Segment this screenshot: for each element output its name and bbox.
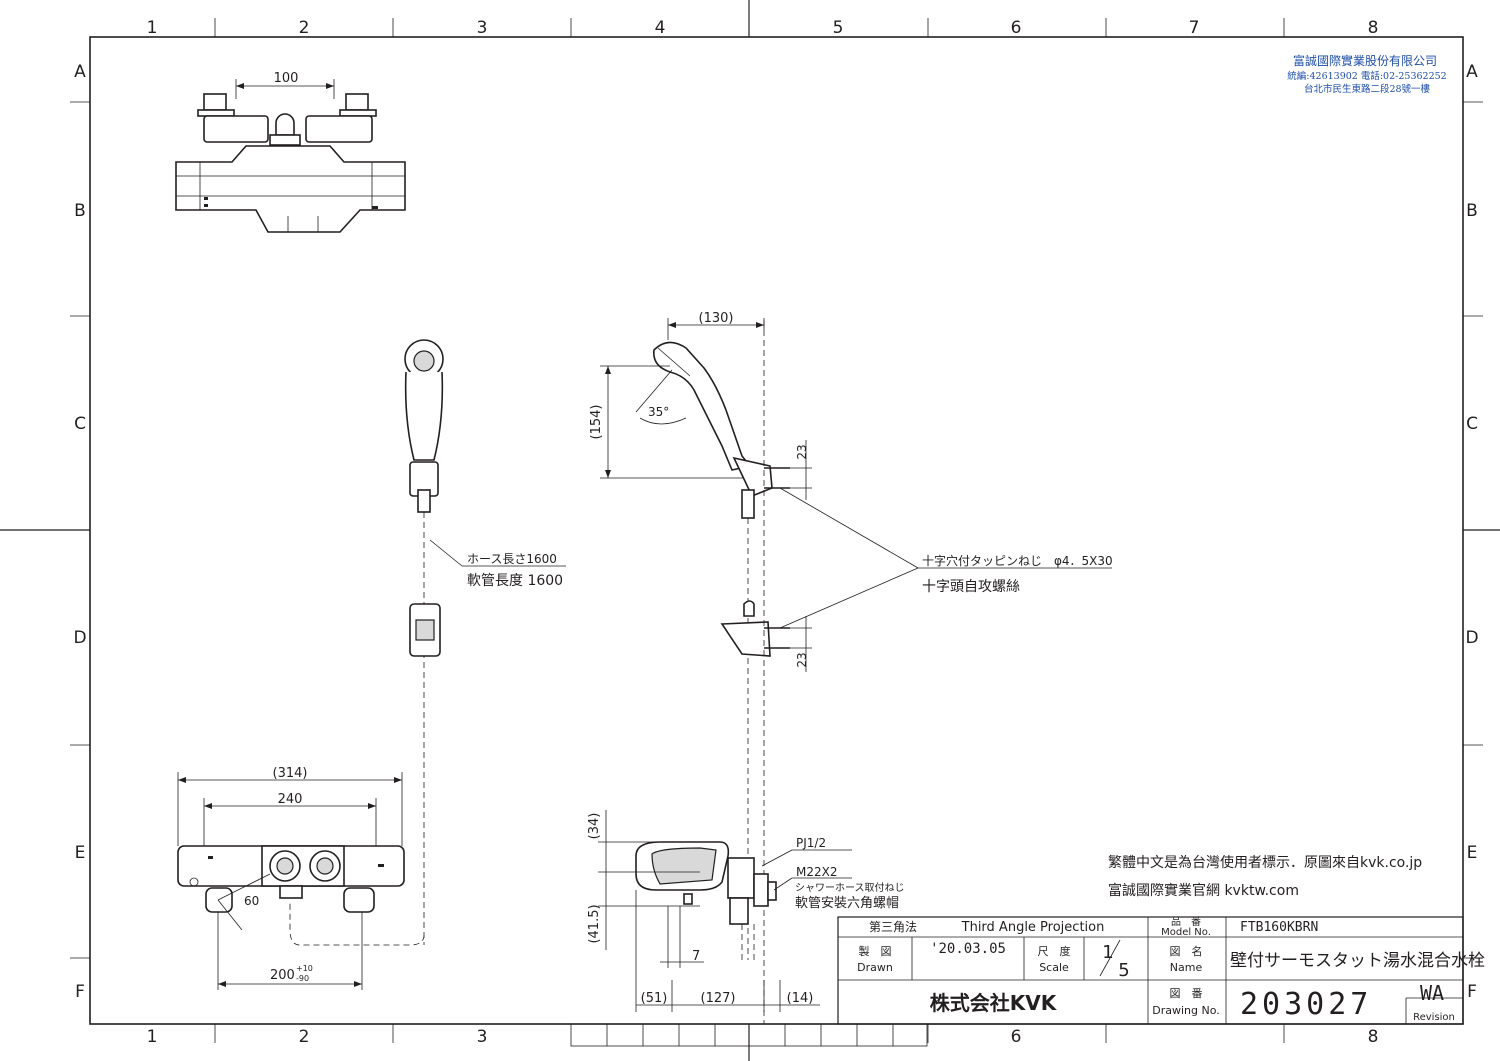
col-label-bottom-8: 8	[1368, 1027, 1379, 1047]
col-label-top-8: 8	[1368, 18, 1379, 38]
dim-side-b: (127)	[701, 991, 736, 1006]
col-label-bottom-3: 3	[477, 1027, 488, 1047]
dim-side-c: (14)	[787, 991, 814, 1006]
dim-angle: 35°	[648, 405, 669, 419]
hose-leader	[429, 539, 463, 567]
tb-scale-num: 1	[1102, 942, 1113, 963]
row-label-left-F: F	[75, 982, 85, 1002]
top-view-faucet	[175, 79, 406, 233]
row-label-right-D: D	[1465, 628, 1478, 648]
row-label-left-A: A	[74, 62, 86, 82]
tb-name-label-en: Name	[1170, 961, 1203, 974]
tb-company: 株式会社KVK	[930, 991, 1058, 1015]
col-label-bottom-6: 6	[1011, 1027, 1022, 1047]
screw-spec-jp: 十字穴付タッピンねじ φ4．5X30	[922, 553, 1113, 568]
dim-bracket-upper: 23	[795, 444, 809, 459]
dim-side-lower: (41.5)	[587, 904, 602, 943]
tb-drawing-no: 203027	[1240, 987, 1372, 1022]
hose-length-jp: ホース長さ1600	[467, 552, 557, 566]
row-label-right-B: B	[1466, 201, 1478, 221]
tb-drawing-label-jp: 図 番	[1170, 987, 1203, 1000]
tb-scale-den: 5	[1118, 960, 1129, 981]
dim-bracket-lower: 23	[795, 652, 809, 667]
stamp-company-name: 富誠國際實業股份有限公司	[1293, 53, 1437, 68]
handshower-front-view	[289, 339, 444, 946]
dim-top-width: 100	[274, 71, 299, 86]
dim-side-a: (51)	[641, 991, 668, 1006]
tb-drawn-label-jp: 製 図	[859, 944, 892, 958]
screw-leader-lower	[779, 567, 919, 629]
col-label-top-7: 7	[1189, 18, 1200, 38]
tb-model-no: FTB160KBRN	[1240, 920, 1318, 935]
col-label-top-5: 5	[833, 18, 844, 38]
hose-length-zh: 軟管長度 1600	[467, 573, 563, 589]
stamp-contact: 統編:42613902 電話:02-25362252	[1287, 70, 1446, 82]
row-label-left-D: D	[73, 628, 86, 648]
col-label-bottom-2: 2	[299, 1027, 310, 1047]
tb-name-label-jp: 図 名	[1170, 944, 1203, 958]
tb-drawing-label-en: Drawing No.	[1152, 1004, 1220, 1017]
col-label-top-1: 1	[147, 18, 158, 38]
tb-scale-label-en: Scale	[1039, 961, 1069, 974]
screw-leader-upper	[779, 487, 919, 569]
dim-bottom-tol-plus: +10	[296, 964, 313, 973]
tb-projection-en: Third Angle Projection	[961, 920, 1105, 935]
tb-model-label-en: Model No.	[1161, 927, 1211, 938]
col-label-top-3: 3	[477, 18, 488, 38]
dim-front-overall: (314)	[273, 766, 308, 781]
note-website: 富誠國際實業官網 kvktw.com	[1108, 882, 1299, 899]
tb-projection-jp: 第三角法	[869, 920, 917, 934]
dim-shower-width: (130)	[699, 311, 734, 326]
tb-revision: WA	[1420, 981, 1444, 1005]
tb-date: '20.03.05	[930, 941, 1006, 957]
dim-side-top: (34)	[587, 813, 602, 840]
dim-bottom-tol-minus: -90	[296, 974, 309, 983]
column-ticks	[214, 18, 1285, 1043]
note-pj: PJ1/2	[796, 836, 826, 850]
note-hose-nut-jp: シャワーホース取付ねじ	[795, 881, 905, 894]
col-label-top-6: 6	[1011, 18, 1022, 38]
title-block	[837, 916, 1464, 1025]
row-ticks	[70, 101, 1483, 959]
tb-drawn-label-en: Drawn	[857, 961, 893, 974]
bottom-scale-boxes	[570, 1023, 928, 1047]
note-m22: M22X2	[796, 865, 837, 879]
dim-bottom-pitch: 200	[270, 968, 295, 983]
row-label-right-A: A	[1466, 62, 1478, 82]
row-label-left-E: E	[75, 843, 86, 863]
valve-front-view	[177, 845, 405, 913]
note-hose-nut-zh: 軟管安裝六角螺帽	[795, 895, 899, 911]
dim-side-seven: 7	[692, 949, 700, 964]
col-label-top-4: 4	[655, 18, 666, 38]
tb-product-name: 壁付サーモスタット湯水混合水栓	[1230, 951, 1485, 971]
row-label-left-C: C	[74, 414, 86, 434]
handshower-side-view	[653, 320, 790, 1024]
row-label-right-E: E	[1467, 843, 1478, 863]
row-label-right-C: C	[1466, 414, 1478, 434]
screw-spec-zh: 十字頭自攻螺絲	[922, 579, 1020, 595]
dim-front-inner: 240	[278, 792, 303, 807]
row-label-right-F: F	[1467, 982, 1477, 1002]
tb-model-label-jp: 品 番	[1171, 916, 1201, 928]
dim-shower-height: (154)	[589, 405, 604, 440]
tb-scale-label-jp: 尺 度	[1038, 944, 1071, 958]
note-translation: 繁體中文是為台灣使用者標示．原圖來自kvk.co.jp	[1108, 854, 1422, 871]
col-label-top-2: 2	[299, 18, 310, 38]
stamp-address: 台北市民生東路二段28號一樓	[1304, 83, 1431, 95]
row-label-left-B: B	[74, 201, 86, 221]
col-label-bottom-1: 1	[147, 1027, 158, 1047]
tb-revision-label: Revision	[1413, 1012, 1455, 1023]
dim-bottom-angle: 60	[244, 894, 259, 908]
valve-side-view	[635, 841, 777, 962]
